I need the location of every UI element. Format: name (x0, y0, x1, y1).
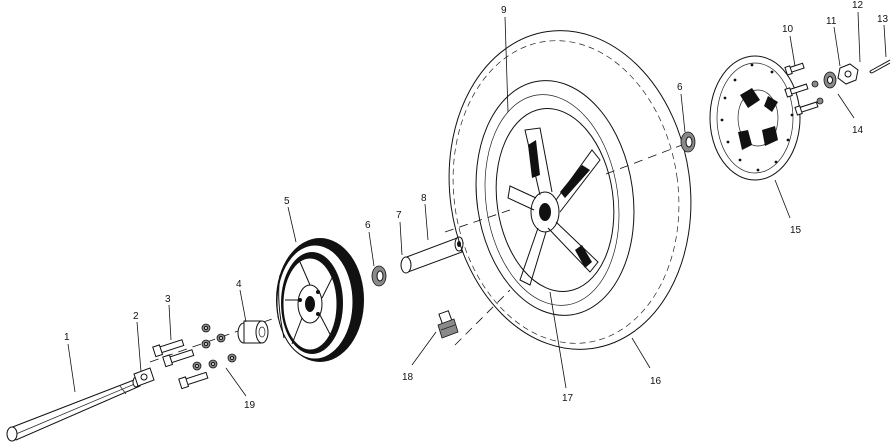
disc-spacer (823, 71, 837, 89)
valve-stem (437, 310, 459, 339)
callout-6-right: 6 (677, 82, 683, 93)
leader-lines (67, 11, 887, 397)
callout-11: 11 (826, 16, 837, 27)
spacer (237, 320, 269, 344)
callout-17: 17 (562, 393, 574, 404)
callout-12: 12 (852, 0, 864, 11)
disc-bolts (784, 62, 824, 116)
callout-13: 13 (877, 14, 889, 25)
callout-15: 15 (790, 225, 802, 236)
callout-2: 2 (133, 311, 139, 322)
cast-wheel (495, 108, 615, 292)
callout-6-left: 6 (365, 220, 371, 231)
callout-10: 10 (782, 24, 794, 35)
callout-19: 19 (244, 400, 256, 411)
caliper-bolts (152, 339, 209, 390)
brake-disc (709, 55, 801, 181)
callout-1: 1 (64, 332, 70, 343)
spacer-tube (400, 236, 464, 274)
axle-adjuster (133, 367, 155, 387)
axle (6, 376, 141, 442)
bearing-right (680, 131, 696, 153)
axle-nut (837, 63, 859, 85)
bearing-left (371, 265, 387, 287)
callout-5: 5 (284, 196, 290, 207)
callout-3: 3 (165, 294, 171, 305)
callout-7: 7 (396, 210, 402, 221)
callout-9: 9 (501, 5, 507, 16)
callouts: 1 2 3 4 5 6 7 8 9 6 10 11 12 13 14 15 16… (64, 0, 889, 411)
tire (448, 30, 692, 350)
cotter-pin (869, 59, 891, 74)
callout-18: 18 (402, 372, 414, 383)
callout-8: 8 (421, 193, 427, 204)
callout-4: 4 (236, 279, 242, 290)
callout-14: 14 (852, 125, 864, 136)
callout-16: 16 (650, 376, 662, 387)
washers-nuts (192, 323, 237, 371)
drive-pulley (276, 238, 364, 362)
